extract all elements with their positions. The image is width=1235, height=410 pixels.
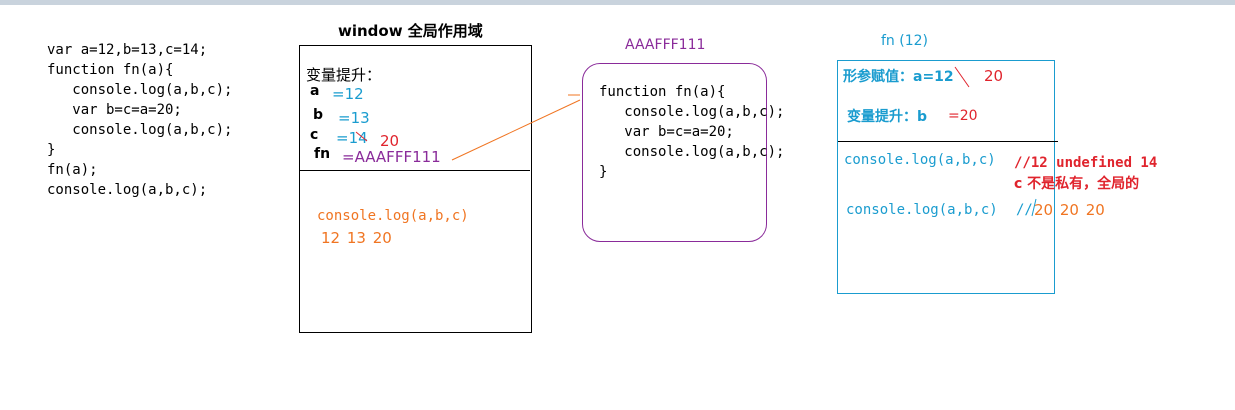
strike-old-a (954, 66, 970, 88)
code-line: function fn(a){ (47, 62, 174, 78)
code-line: } (47, 142, 56, 158)
global-val-fn: =AAAFFF111 (342, 148, 441, 166)
strike-old-c (355, 131, 368, 142)
code-line: console.log(a,b,c); (47, 82, 233, 98)
global-scope-divider (300, 170, 530, 171)
fn-log2-result: 20 20 20 (1034, 201, 1105, 219)
heap-code-line: var b=c=a=20; (599, 124, 734, 140)
heap-box (582, 63, 767, 242)
global-log-result: 12 13 20 (321, 229, 392, 247)
fn-log1-result: //12 undefined 14 (1014, 155, 1158, 171)
heap-code-line: } (599, 164, 608, 180)
fn-scope-title: fn (12) (881, 33, 928, 49)
global-val-a: =12 (332, 85, 364, 103)
top-bar (0, 0, 1235, 5)
global-var-c: c (310, 127, 319, 143)
global-log-call: console.log(a,b,c) (317, 208, 469, 224)
global-var-fn: fn (314, 146, 331, 162)
fn-hoist-value: =20 (948, 108, 978, 124)
heap-address: AAAFFF111 (625, 37, 706, 53)
heap-code-line: console.log(a,b,c); (599, 104, 785, 120)
global-val-b: =13 (338, 109, 370, 127)
code-line: console.log(a,b,c); (47, 182, 208, 198)
global-scope-box (299, 45, 532, 333)
code-line: var b=c=a=20; (47, 102, 182, 118)
heap-code-line: function fn(a){ (599, 84, 726, 100)
fn-scope-box (837, 60, 1055, 294)
fn-log1-note: c 不是私有，全局的 (1014, 176, 1140, 192)
fn-pointer-arrow (451, 99, 581, 161)
code-line: var a=12,b=13,c=14; (47, 42, 208, 58)
fn-log2-call: console.log(a,b,c) (846, 202, 998, 218)
log2-cursor-mark (1031, 198, 1037, 217)
code-line: console.log(a,b,c); (47, 122, 233, 138)
fn-scope-divider (838, 141, 1058, 142)
global-var-a: a (310, 83, 320, 99)
fn-param-new: 20 (984, 67, 1004, 85)
code-line: fn(a); (47, 162, 98, 178)
global-val-c: =14 (336, 129, 368, 147)
fn-log2-slashes: // (1016, 202, 1033, 218)
heap-code-line: console.log(a,b,c); (599, 144, 785, 160)
fn-param-label: 形参赋值：a=12 (843, 69, 954, 85)
global-hoist-label: 变量提升： (306, 66, 382, 84)
global-var-b: b (313, 107, 324, 123)
global-scope-title: window 全局作用域 (338, 22, 483, 40)
fn-hoist-label: 变量提升：b (847, 109, 928, 125)
global-new-c: 20 (380, 132, 400, 150)
fn-log1-call: console.log(a,b,c) (844, 152, 996, 168)
